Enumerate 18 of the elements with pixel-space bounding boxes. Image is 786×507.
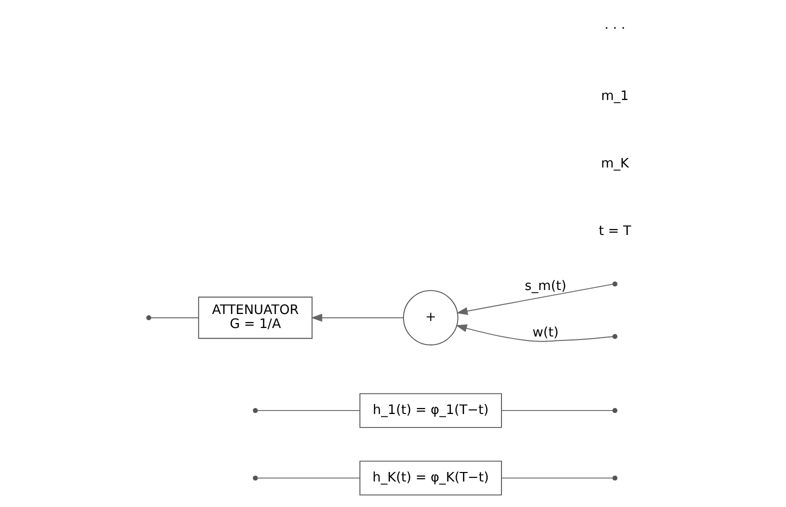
connector <box>500 478 613 479</box>
edge-label: s_m(t) <box>524 278 566 294</box>
arrow <box>310 314 404 322</box>
label: t = T <box>598 224 631 239</box>
label: m_K <box>600 156 628 172</box>
node-circle: + <box>402 290 458 346</box>
label: · · · <box>604 21 625 36</box>
connector <box>256 410 360 412</box>
node-box: ATTENUATOR G = 1/A <box>198 296 312 339</box>
node-box: h_1(t) = φ_1(T−t) <box>358 393 502 428</box>
edge-label: w(t) <box>532 326 558 341</box>
connector <box>150 317 198 318</box>
label: m_1 <box>600 88 628 104</box>
node-box: h_K(t) = φ_K(T−t) <box>358 460 502 496</box>
connector <box>256 478 360 479</box>
connector <box>500 410 613 412</box>
arrow <box>456 284 613 315</box>
arrow <box>455 324 613 342</box>
